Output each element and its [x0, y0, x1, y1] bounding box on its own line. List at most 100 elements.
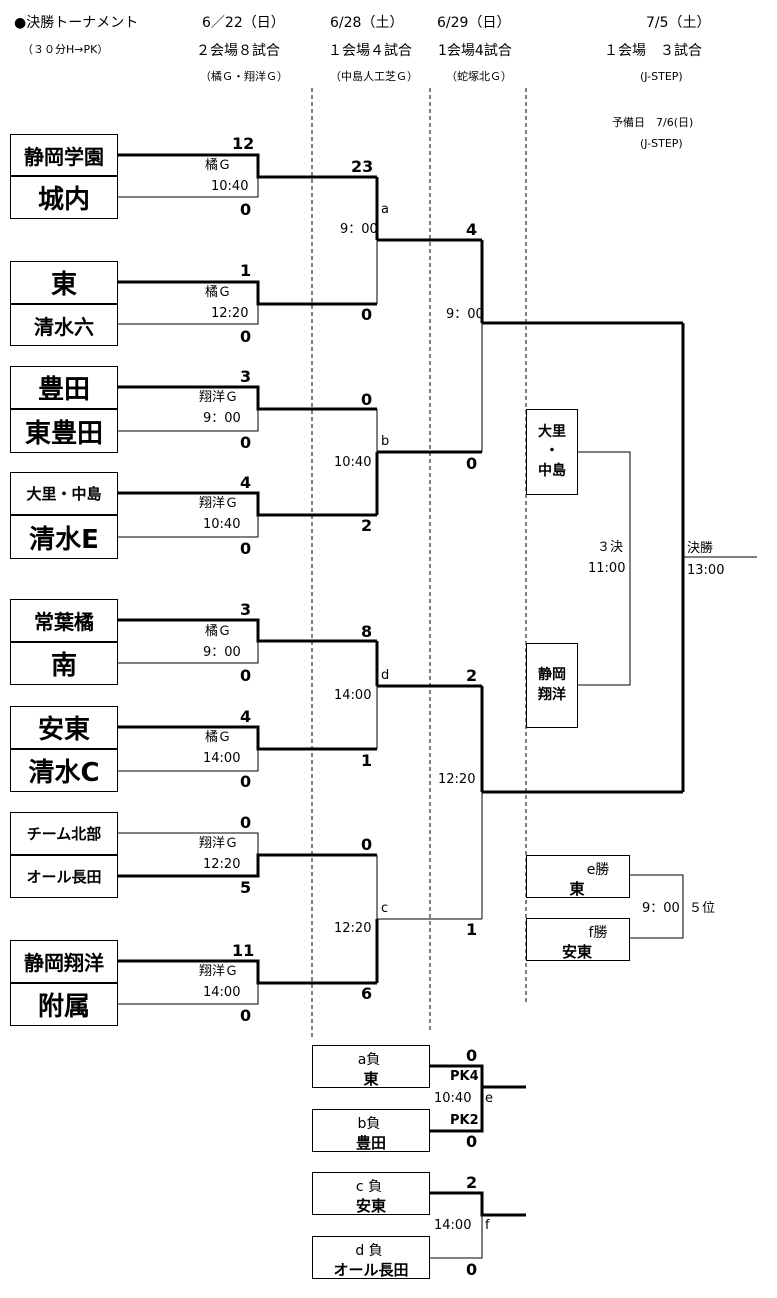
third-place-team-a: 大里 ・ 中島	[526, 409, 578, 495]
match-time: 9：00	[340, 222, 378, 237]
day1-venue: （橘Ｇ・翔洋Ｇ）	[200, 70, 288, 83]
score: 2	[466, 1173, 478, 1192]
match-time: 10:40	[434, 1091, 472, 1106]
score: 0	[466, 1132, 478, 1151]
pk-score: PK4	[450, 1069, 479, 1084]
match-time: 9：00	[203, 411, 241, 426]
match-id: a	[381, 202, 389, 217]
match-time: 9：00	[446, 307, 484, 322]
score: 0	[240, 433, 252, 452]
team-name-part: 翔洋	[538, 686, 566, 703]
team-box: 安東	[10, 706, 118, 749]
venue-label: 翔洋Ｇ	[199, 496, 239, 511]
slot-label: e勝	[586, 862, 610, 878]
slot-label: f勝	[588, 925, 608, 941]
team-box: 大里・中島	[10, 472, 118, 515]
third-place-team-b: 静岡 翔洋	[526, 643, 578, 728]
score: 0	[240, 772, 252, 791]
team-name: 東	[569, 880, 585, 898]
score: 2	[466, 666, 478, 685]
team-box: 附属	[10, 983, 118, 1026]
match-time: 12:20	[211, 306, 249, 321]
team-name: 豊田	[355, 1134, 386, 1152]
score: 0	[466, 1046, 478, 1065]
reserve-venue: (J-STEP)	[640, 137, 683, 150]
match-time: 14:00	[334, 688, 372, 703]
day2-date: 6/28（土）	[330, 15, 404, 31]
consolation-box: b負 豊田	[312, 1109, 430, 1152]
match-time: 9：00	[642, 901, 680, 916]
slot-label: c 負	[355, 1179, 383, 1195]
day4-venue: (J-STEP)	[640, 70, 683, 83]
day3-info: 1会場4試合	[438, 43, 512, 59]
score: 11	[232, 941, 255, 960]
team-box: 東	[10, 261, 118, 304]
match-time: 14:00	[203, 751, 241, 766]
match-time: 12:20	[334, 921, 372, 936]
team-box: オール長田	[10, 855, 118, 898]
match-time: 12:20	[438, 772, 476, 787]
team-box: 東豊田	[10, 409, 118, 453]
team-box: 豊田	[10, 366, 118, 409]
score: 0	[466, 1260, 478, 1279]
slot-label: d 負	[355, 1243, 383, 1259]
team-name-part: ・	[545, 443, 559, 460]
score: 0	[361, 835, 373, 854]
venue-label: 翔洋Ｇ	[199, 964, 239, 979]
day4-info: １会場 ３試合	[604, 43, 702, 59]
fifth-place-team-f: f勝 安東	[526, 918, 630, 961]
venue-label: 橘Ｇ	[205, 730, 232, 745]
match-id: b	[381, 434, 390, 449]
match-id: f	[485, 1218, 490, 1233]
match-id: e	[485, 1091, 493, 1106]
score: 0	[240, 1006, 252, 1025]
team-box: チーム北部	[10, 812, 118, 855]
team-box: 清水E	[10, 515, 118, 559]
third-place-label: ３決	[597, 540, 624, 555]
score: 12	[232, 134, 255, 153]
consolation-box: c 負 安東	[312, 1172, 430, 1215]
venue-label: 翔洋Ｇ	[199, 836, 239, 851]
match-time: 13:00	[687, 563, 725, 578]
score: 1	[240, 261, 252, 280]
score: 6	[361, 984, 373, 1003]
fifth-place-label: ５位	[689, 901, 716, 916]
consolation-box: a負 東	[312, 1045, 430, 1088]
reserve-day: 予備日 7/6(日)	[612, 116, 694, 129]
team-name-part: 静岡	[538, 666, 566, 683]
score: 0	[466, 454, 478, 473]
score: 0	[240, 200, 252, 219]
team-name: 安東	[561, 943, 592, 961]
team-box: 清水六	[10, 304, 118, 346]
team-name: 安東	[355, 1197, 386, 1215]
team-name-part: 中島	[538, 462, 566, 479]
team-box: 静岡学園	[10, 134, 118, 176]
match-time: 12:20	[203, 857, 241, 872]
slot-label: a負	[357, 1052, 381, 1068]
venue-label: 橘Ｇ	[205, 158, 232, 173]
fifth-place-team-e: e勝 東	[526, 855, 630, 898]
match-time: 10:40	[334, 455, 372, 470]
score: 4	[240, 707, 252, 726]
day4-date: 7/5（土）	[646, 15, 711, 31]
score: 4	[466, 220, 478, 239]
score: 0	[240, 666, 252, 685]
day1-info: ２会場８試合	[196, 43, 280, 59]
team-box: 静岡翔洋	[10, 940, 118, 983]
score: 5	[240, 878, 252, 897]
team-box: 城内	[10, 176, 118, 219]
score: 0	[361, 390, 373, 409]
score: 3	[240, 367, 252, 386]
match-id: c	[381, 901, 389, 916]
match-time: 14:00	[434, 1218, 472, 1233]
score: 0	[240, 327, 252, 346]
score: 1	[361, 751, 373, 770]
score: 8	[361, 622, 373, 641]
match-time: 11:00	[588, 561, 626, 576]
day3-venue: （蛇塚北Ｇ）	[446, 70, 512, 83]
team-box: 常葉橘	[10, 599, 118, 642]
score: 0	[240, 539, 252, 558]
score: 4	[240, 473, 252, 492]
match-time: 10:40	[203, 517, 241, 532]
